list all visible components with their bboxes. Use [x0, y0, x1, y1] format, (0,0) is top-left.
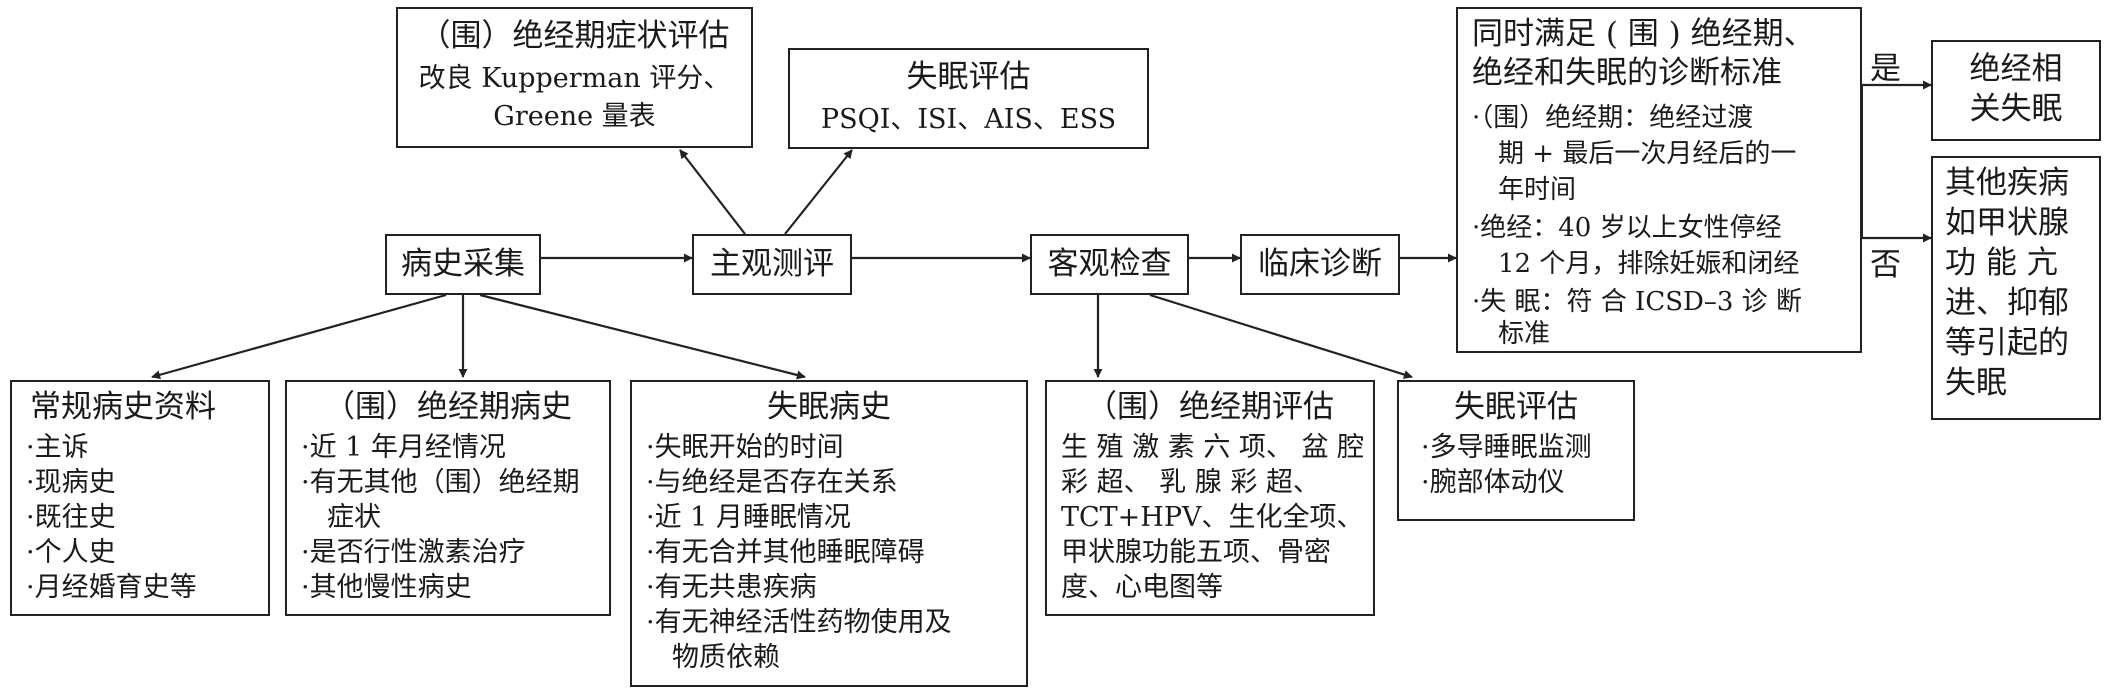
criteria-bullet-menopause-1: ·绝经：40 岁以上女性停经 — [1472, 213, 1782, 243]
routine-history-title: 常规病史资料 — [30, 389, 216, 425]
criteria-bullet-perimenopause-1: ·（围）绝经期：绝经过渡 — [1472, 103, 1754, 133]
criteria-bullet-perimenopause-2: 期 + 最后一次月经后的一 — [1498, 139, 1797, 169]
insomnia-objective-eval-item: ·多导睡眠监测 — [1421, 432, 1592, 463]
subjective-assessment-label: 主观测评 — [710, 246, 834, 282]
history-collection-box: 病史采集 — [385, 234, 541, 295]
routine-history-item: ·月经婚育史等 — [26, 572, 197, 603]
history-collection-label: 病史采集 — [401, 246, 525, 282]
routine-history-item: ·现病史 — [26, 467, 116, 498]
insomnia-history-box: 失眠病史 ·失眠开始的时间 ·与绝经是否存在关系 ·近 1 月睡眠情况 ·有无合… — [630, 380, 1028, 687]
objective-exam-box: 客观检查 — [1030, 234, 1189, 295]
menopause-symptom-eval-title: （围）绝经期症状评估 — [419, 18, 730, 54]
insomnia-eval-scales-title: 失眠评估 — [906, 59, 1031, 95]
menopause-eval-line: 甲状腺功能五项、骨密 — [1061, 537, 1331, 568]
outcome-no-line1: 其他疾病 — [1945, 165, 2069, 201]
arrow-subjective-insomnia-scales — [784, 149, 853, 235]
routine-history-item: ·既往史 — [26, 502, 116, 533]
criteria-title-line2: 绝经和失眠的诊断标准 — [1472, 55, 1782, 91]
arrow-subjective-symptom — [679, 149, 746, 235]
menopause-history-item: ·是否行性激素治疗 — [301, 537, 526, 568]
objective-exam-label: 客观检查 — [1047, 246, 1172, 282]
insomnia-history-title: 失眠病史 — [767, 389, 891, 425]
insomnia-eval-scales-list: PSQI、ISI、AIS、ESS — [820, 104, 1117, 135]
insomnia-history-item: 物质依赖 — [672, 642, 780, 673]
menopause-eval-line: 彩 超、 乳 腺 彩 超、 — [1061, 467, 1320, 498]
menopause-history-item: ·近 1 年月经情况 — [301, 432, 506, 463]
criteria-bullet-insomnia-1: ·失 眠：符 合 ICSD–3 诊 断 — [1472, 287, 1802, 317]
outcome-yes-line1: 绝经相 — [1969, 51, 2063, 87]
menopause-history-box: （围）绝经期病史 ·近 1 年月经情况 ·有无其他（围）绝经期 症状 ·是否行性… — [285, 380, 611, 616]
insomnia-history-item: ·近 1 月睡眠情况 — [646, 502, 851, 533]
decision-yes-label: 是 — [1870, 51, 1901, 87]
insomnia-history-item: ·有无神经活性药物使用及 — [646, 607, 952, 638]
menopause-history-item: ·其他慢性病史 — [301, 572, 472, 603]
decision-no-label: 否 — [1870, 247, 1901, 283]
menopause-eval-line: 生 殖 激 素 六 项、 盆 腔 — [1061, 432, 1365, 463]
menopause-symptom-eval-line2: 改良 Kupperman 评分、 — [418, 63, 731, 94]
outcome-no-line5: 等引起的 — [1945, 325, 2069, 361]
insomnia-objective-eval-item: ·腕部体动仪 — [1421, 467, 1565, 498]
arrow-objective-insomnia-eval — [1149, 293, 1413, 379]
outcome-no-line2: 如甲状腺 — [1945, 205, 2069, 241]
outcome-other-disease-box: 其他疾病 如甲状腺 功 能 亢 进、抑郁 等引起的 失眠 — [1931, 156, 2101, 420]
arrow-history-routine — [151, 293, 447, 380]
menopause-eval-line: 度、心电图等 — [1061, 572, 1223, 603]
menopause-history-item: ·有无其他（围）绝经期 — [301, 467, 580, 498]
routine-history-item: ·主诉 — [26, 432, 89, 463]
arrow-history-insomnia — [479, 293, 806, 380]
menopause-symptom-eval-line3: Greene 量表 — [493, 101, 656, 132]
outcome-no-line6: 失眠 — [1945, 365, 2007, 401]
criteria-bullet-insomnia-2: 标准 — [1498, 319, 1551, 349]
diagnostic-criteria-box: 同时满足 ( 围 ) 绝经期、 绝经和失眠的诊断标准 ·（围）绝经期：绝经过渡 … — [1456, 7, 1862, 353]
menopause-history-title: （围）绝经期病史 — [324, 389, 572, 425]
criteria-bullet-menopause-2: 12 个月，排除妊娠和闭经 — [1498, 249, 1800, 279]
criteria-bullet-perimenopause-3: 年时间 — [1498, 175, 1577, 205]
menopause-eval-title: （围）绝经期评估 — [1086, 389, 1334, 425]
menopause-eval-line: TCT+HPV、生化全项、 — [1061, 502, 1364, 533]
outcome-menopause-insomnia-box: 绝经相 关失眠 — [1931, 40, 2101, 141]
insomnia-history-item: ·与绝经是否存在关系 — [646, 467, 898, 498]
insomnia-eval-scales-box: 失眠评估 PSQI、ISI、AIS、ESS — [788, 48, 1149, 149]
routine-history-item: ·个人史 — [26, 537, 116, 568]
subjective-assessment-box: 主观测评 — [692, 234, 852, 295]
insomnia-history-item: ·失眠开始的时间 — [646, 432, 844, 463]
criteria-title-line1: 同时满足 ( 围 ) 绝经期、 — [1472, 16, 1815, 52]
insomnia-objective-eval-box: 失眠评估 ·多导睡眠监测 ·腕部体动仪 — [1397, 380, 1635, 521]
clinical-diagnosis-box: 临床诊断 — [1240, 234, 1400, 295]
decision-connector — [1860, 84, 1863, 239]
insomnia-objective-eval-title: 失眠评估 — [1454, 389, 1578, 425]
outcome-yes-line2: 关失眠 — [1969, 91, 2063, 127]
insomnia-history-item: ·有无共患疾病 — [646, 572, 817, 603]
clinical-diagnosis-label: 临床诊断 — [1258, 246, 1382, 282]
outcome-no-line4: 进、抑郁 — [1945, 285, 2069, 321]
menopause-eval-box: （围）绝经期评估 生 殖 激 素 六 项、 盆 腔 彩 超、 乳 腺 彩 超、 … — [1045, 380, 1375, 616]
menopause-symptom-eval-box: （围）绝经期症状评估 改良 Kupperman 评分、 Greene 量表 — [396, 7, 753, 148]
outcome-no-line3: 功 能 亢 — [1945, 245, 2058, 281]
menopause-history-item: 症状 — [327, 502, 381, 533]
insomnia-history-item: ·有无合并其他睡眠障碍 — [646, 537, 925, 568]
routine-history-box: 常规病史资料 ·主诉 ·现病史 ·既往史 ·个人史 ·月经婚育史等 — [10, 380, 270, 616]
